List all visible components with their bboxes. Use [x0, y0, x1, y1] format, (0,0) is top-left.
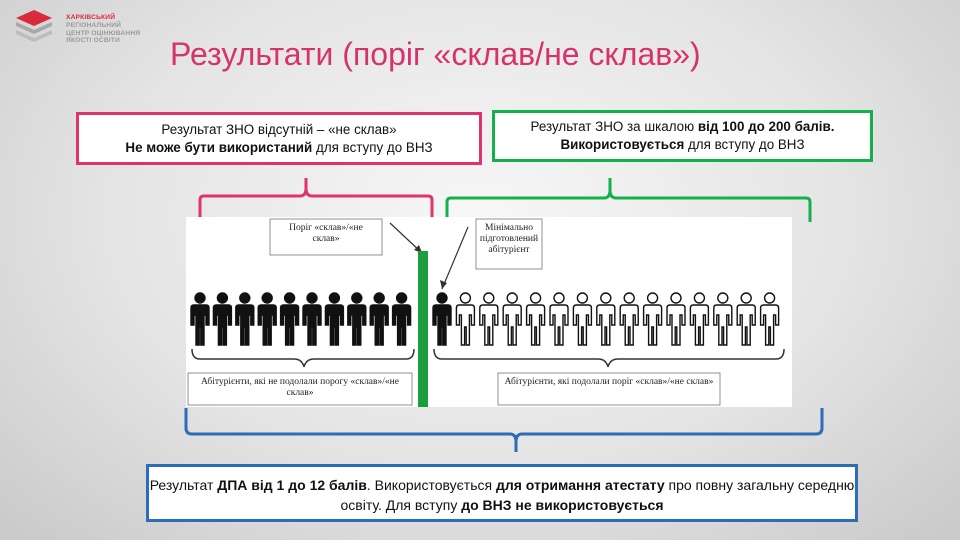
passed-label: Абітурієнти, які подолали поріг «склав»/…: [504, 377, 714, 387]
bottom-blue-bracket: [184, 408, 824, 452]
threshold-label: Поріг «склав»/«не склав»: [289, 223, 363, 244]
person-passed-icon: [666, 292, 686, 346]
logo-line-1: ХАРКІВСЬКИЙ: [66, 14, 116, 21]
logo-line-2: РЕГІОНАЛЬНИЙ: [66, 21, 122, 29]
threshold-bar: [418, 251, 428, 407]
threshold-label-box: [269, 218, 383, 256]
person-passed-icon: [572, 292, 593, 346]
passed-label-box: [497, 372, 721, 406]
min-prepared-label: Мінімально підготовлений абітурієнт: [479, 223, 539, 255]
person-min-prepared-icon: [432, 292, 452, 346]
person-failed-icon: [190, 292, 210, 346]
dpa-p2: ДПА від 1 до 12 балів: [217, 477, 367, 493]
page-title: Результати (поріг «склав/не склав»): [170, 36, 701, 72]
zno-absent-box: Результат ЗНО відсутній – «не склав» Не …: [76, 112, 482, 165]
passed-brace: [433, 348, 785, 368]
min-label-box: [475, 218, 543, 270]
person-passed-icon: [619, 292, 639, 346]
failed-brace: [191, 348, 415, 368]
failed-label: Абітурієнти, які не подолали порогу «скл…: [201, 377, 399, 398]
failed-label-box: [187, 372, 413, 406]
person-passed-icon: [455, 292, 476, 346]
failed-group: [190, 292, 412, 346]
logo: ХАРКІВСЬКИЙ РЕГІОНАЛЬНИЙ ЦЕНТР ОЦІНЮВАНН…: [12, 6, 162, 46]
person-passed-icon: [759, 292, 780, 346]
dpa-p1: Результат: [149, 477, 218, 493]
person-passed-icon: [479, 292, 499, 346]
person-failed-icon: [212, 292, 233, 346]
threshold-figure-svg: [187, 218, 785, 407]
zno-scale-box: Результат ЗНО за шкалою від 100 до 200 б…: [492, 110, 873, 162]
dpa-p4: для отримання атестату: [495, 477, 665, 493]
person-failed-icon: [391, 292, 412, 346]
zno-absent-bold: Не може бути використаний: [125, 140, 313, 155]
zno-absent-rest: для вступу до ВНЗ: [312, 140, 433, 155]
zno-absent-line-1: Результат ЗНО відсутній – «не склав»: [161, 122, 397, 137]
person-passed-icon: [549, 292, 569, 346]
threshold-figure: Поріг «склав»/«не склав» Мінімально підг…: [186, 217, 792, 407]
zno-scale-bold: від 100 до 200 балів.: [697, 119, 835, 134]
right-green-bracket: [445, 178, 812, 222]
logo-line-4: ЯКОСТІ ОСВІТИ: [66, 37, 121, 45]
zno-scale-used-bold: Використовується: [560, 137, 685, 152]
person-passed-icon: [525, 292, 546, 346]
dpa-p3: . Використовується: [366, 477, 496, 493]
zno-absent-line-2: Не може бути використаний для вступу до …: [79, 139, 479, 157]
zno-scale-start: Результат ЗНО за шкалою: [530, 119, 698, 134]
zno-scale-rest: для вступу до ВНЗ: [684, 137, 805, 152]
person-passed-icon: [689, 292, 710, 346]
zno-scale-line-2: Використовується для вступу до ВНЗ: [495, 136, 870, 154]
person-failed-icon: [235, 292, 255, 346]
min-arrow: [441, 226, 469, 290]
dpa-p5: про повну загальну середню освіту. Для в…: [340, 477, 855, 513]
person-failed-icon: [324, 292, 345, 346]
dpa-box: Результат ДПА від 1 до 12 балів. Викорис…: [146, 464, 858, 522]
min-arrow-head: [440, 280, 447, 289]
dpa-p6: до ВНЗ не використовується: [461, 497, 664, 513]
person-failed-icon: [369, 292, 389, 346]
person-failed-icon: [302, 292, 322, 346]
person-failed-icon: [279, 292, 300, 346]
passed-group: [432, 292, 780, 346]
person-failed-icon: [257, 292, 277, 346]
logo-text: ХАРКІВСЬКИЙ РЕГІОНАЛЬНИЙ ЦЕНТР ОЦІНЮВАНН…: [66, 14, 140, 45]
logo-emblem-icon: [16, 10, 52, 42]
logo-line-3: ЦЕНТР ОЦІНЮВАННЯ: [66, 29, 141, 37]
person-failed-icon: [347, 292, 367, 346]
person-passed-icon: [642, 292, 663, 346]
zno-scale-line-1: Результат ЗНО за шкалою від 100 до 200 б…: [495, 118, 870, 136]
person-passed-icon: [502, 292, 522, 346]
left-pink-bracket: [198, 178, 434, 220]
person-passed-icon: [713, 292, 733, 346]
person-passed-icon: [596, 292, 616, 346]
person-passed-icon: [736, 292, 756, 346]
